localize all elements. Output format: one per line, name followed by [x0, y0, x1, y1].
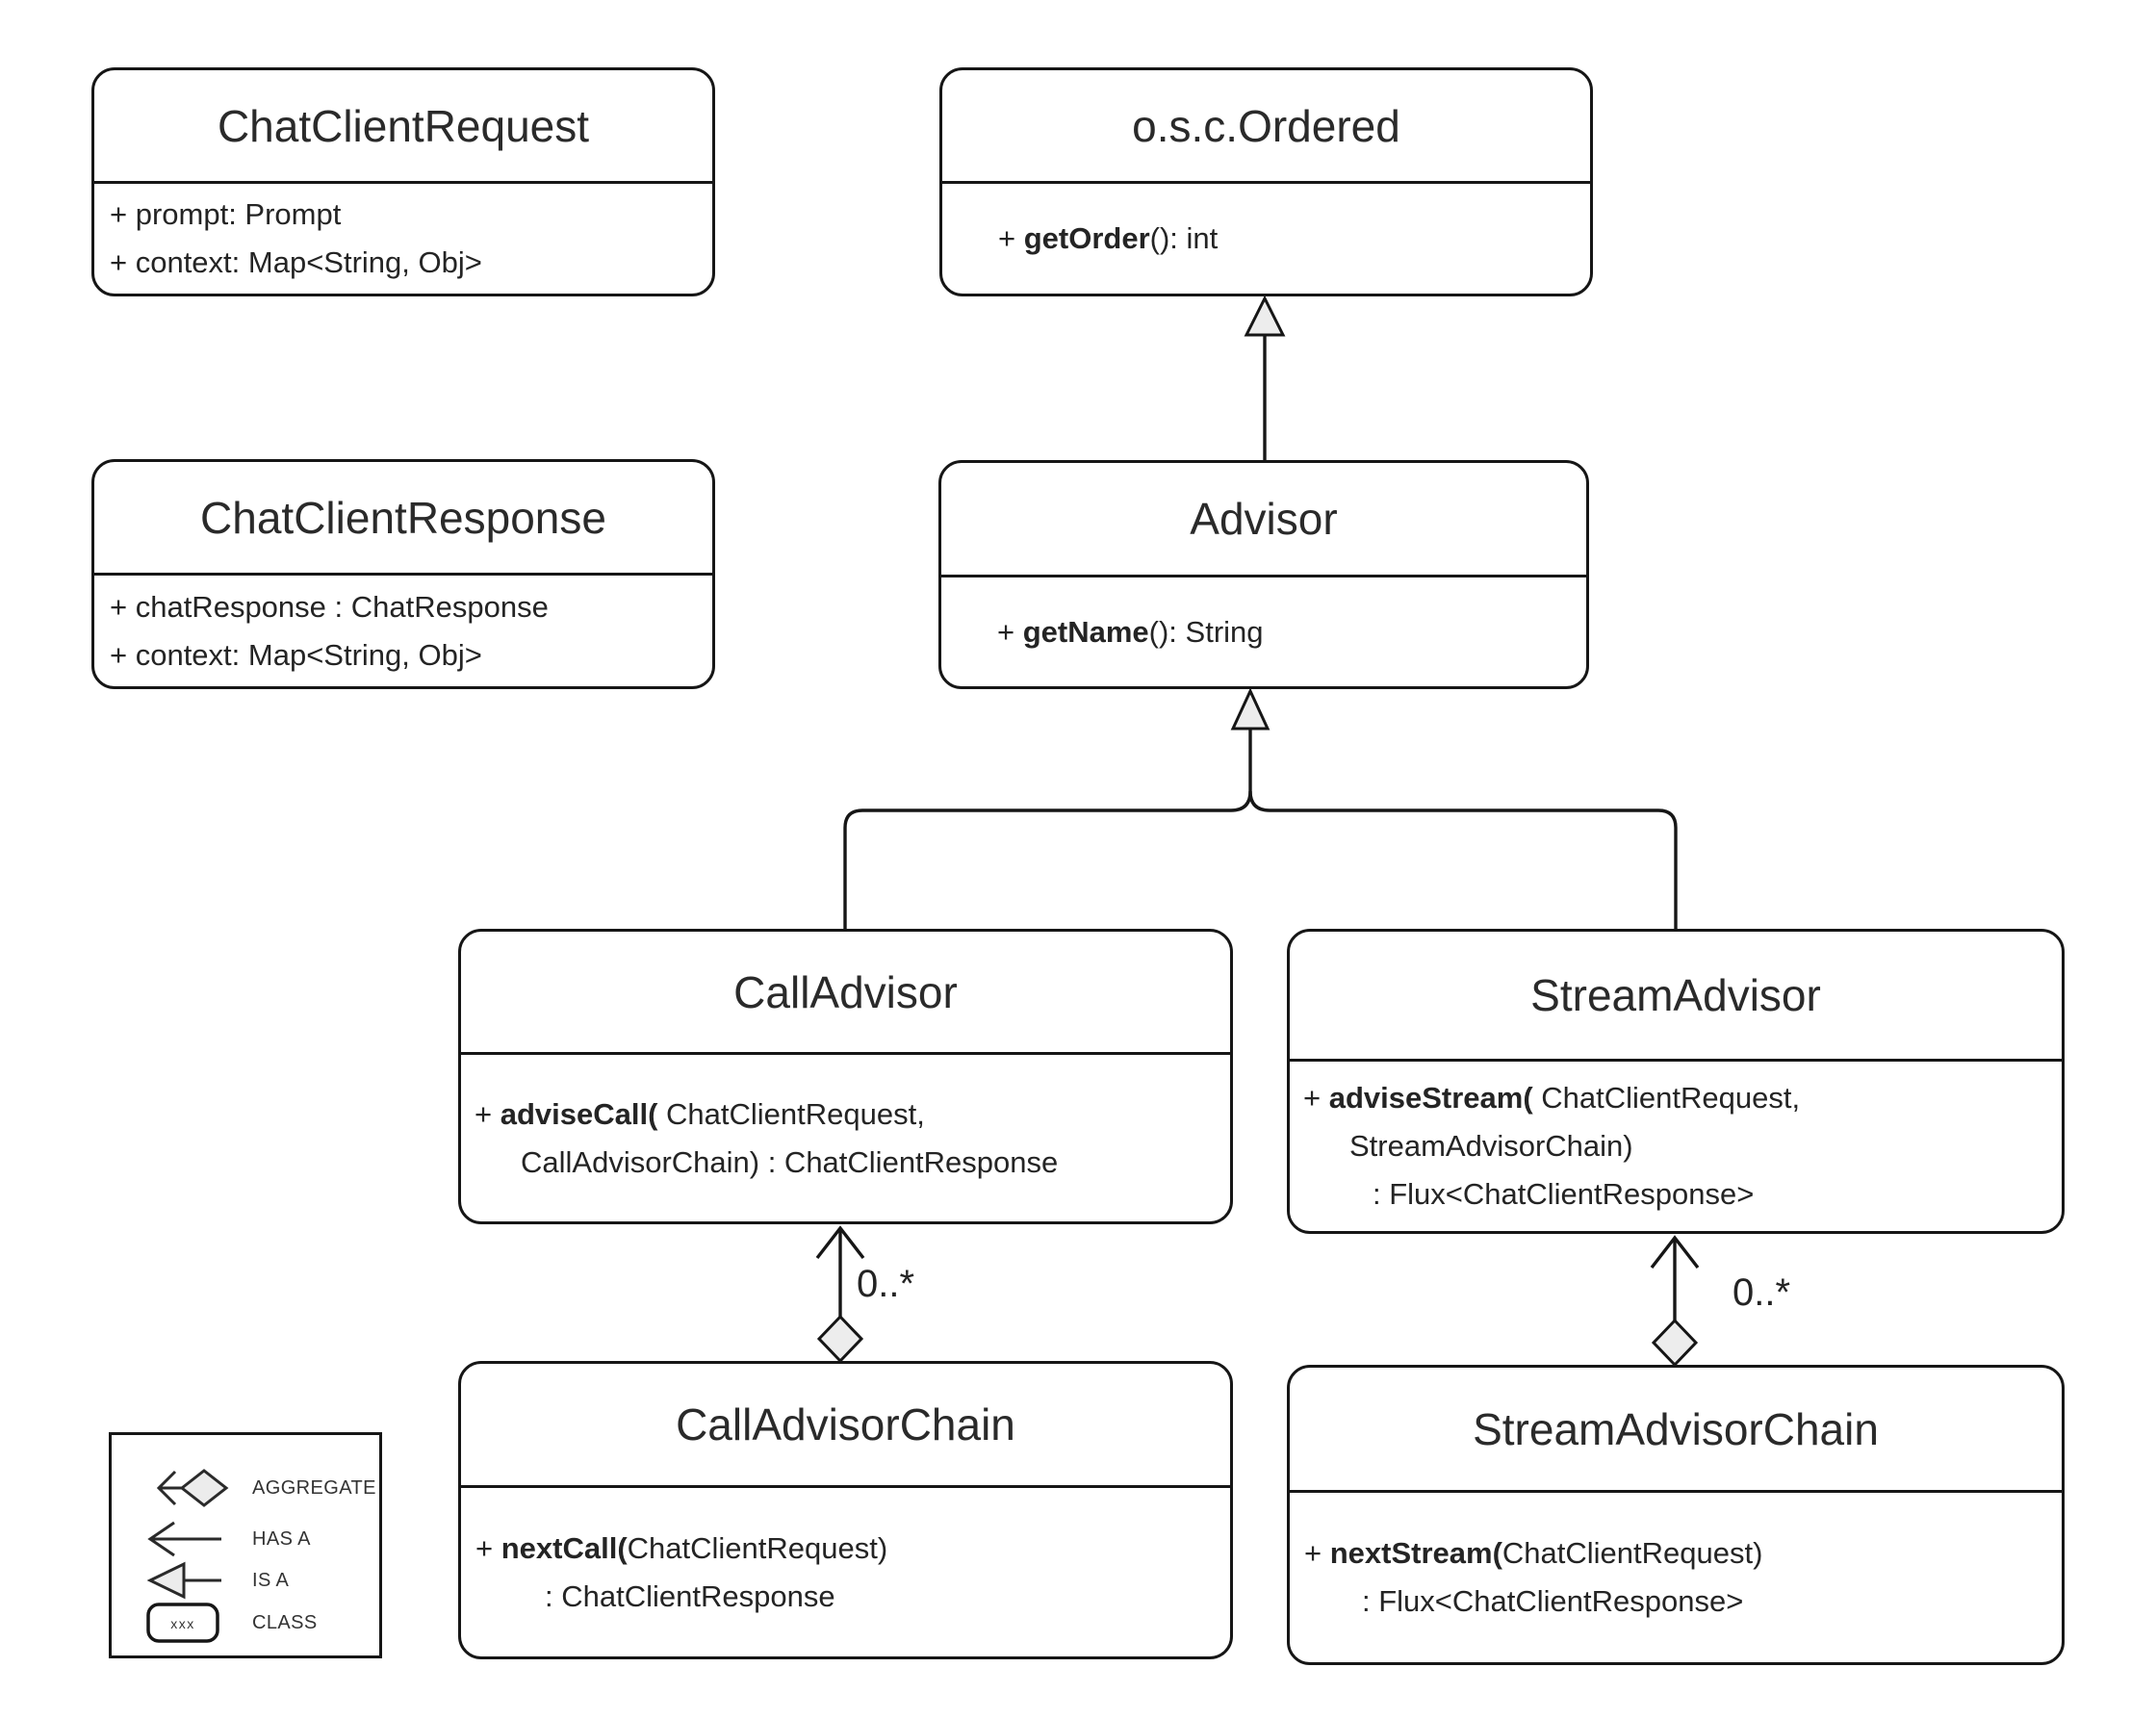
class-title: o.s.c.Ordered	[1132, 100, 1400, 151]
is-a-arrow-icon	[146, 1561, 221, 1600]
legend-box: AGGREGATE HAS A IS A xxx CLASS	[109, 1432, 382, 1658]
class-title: CallAdvisorChain	[676, 1399, 1015, 1450]
class-members: + nextCall(ChatClientRequest) : ChatClie…	[461, 1485, 1230, 1656]
attribute-line: + chatResponse : ChatResponse	[110, 589, 549, 624]
method-line: + getOrder(): int	[998, 221, 1219, 255]
method-line: : ChatClientResponse	[545, 1578, 835, 1613]
method-line: + adviseStream( ChatClientRequest,	[1303, 1081, 1801, 1115]
class-box-streamadvisorchain: StreamAdvisorChain + nextStream(ChatClie…	[1287, 1365, 2065, 1665]
isa-triangle-icon	[1230, 687, 1270, 731]
legend-label: IS A	[252, 1569, 290, 1591]
class-members: + chatResponse : ChatResponse + context:…	[94, 573, 712, 686]
class-title: StreamAdvisor	[1530, 970, 1821, 1020]
class-box-advisor: Advisor + getName(): String	[938, 460, 1589, 689]
class-title: ChatClientResponse	[200, 492, 606, 543]
class-title: StreamAdvisorChain	[1473, 1403, 1879, 1454]
class-members: + getName(): String	[941, 575, 1586, 686]
class-title: CallAdvisor	[733, 966, 958, 1017]
multiplicity-label: 0..*	[857, 1263, 914, 1305]
aggregate-diamond-icon	[1651, 1318, 1699, 1368]
method-line: : Flux<ChatClientResponse>	[1362, 1584, 1744, 1618]
attribute-line: + context: Map<String, Obj>	[110, 637, 482, 672]
class-box-chatclientrequest: ChatClientRequest + prompt: Prompt + con…	[91, 67, 715, 296]
aggregate-diamond-icon	[816, 1314, 864, 1364]
class-box-chatclientresponse: ChatClientResponse + chatResponse : Chat…	[91, 459, 715, 689]
method-line: + adviseCall( ChatClientRequest,	[475, 1096, 925, 1131]
legend-row-has-a: HAS A	[146, 1516, 311, 1562]
multiplicity-label: 0..*	[1732, 1271, 1790, 1314]
method-line: CallAdvisorChain) : ChatClientResponse	[521, 1144, 1059, 1179]
class-box-calladvisor: CallAdvisor + adviseCall( ChatClientRequ…	[458, 929, 1233, 1224]
class-title: Advisor	[1190, 494, 1338, 544]
aggregate-arrow-icon	[156, 1469, 229, 1507]
class-members: + adviseStream( ChatClientRequest, Strea…	[1290, 1059, 2062, 1231]
legend-row-is-a: IS A	[146, 1557, 289, 1604]
class-title: ChatClientRequest	[217, 100, 590, 151]
method-line: : Flux<ChatClientResponse>	[1373, 1177, 1755, 1211]
method-line: StreamAdvisorChain)	[1349, 1129, 1633, 1163]
legend-label: CLASS	[252, 1611, 318, 1633]
class-box-icon: xxx	[146, 1603, 219, 1643]
attribute-line: + prompt: Prompt	[110, 197, 342, 231]
legend-row-class: xxx CLASS	[146, 1600, 318, 1646]
class-box-ordered: o.s.c.Ordered + getOrder(): int	[939, 67, 1593, 296]
attribute-line: + context: Map<String, Obj>	[110, 245, 482, 279]
class-members: + adviseCall( ChatClientRequest, CallAdv…	[461, 1052, 1230, 1221]
isa-connector-fork-to-advisor	[843, 687, 1678, 929]
method-line: + nextStream(ChatClientRequest)	[1304, 1536, 1763, 1570]
class-members: + getOrder(): int	[942, 181, 1590, 294]
aggregate-connector-calladvisorchain-to-calladvisor: 0..*	[815, 1225, 914, 1364]
legend-label: AGGREGATE	[252, 1476, 376, 1499]
legend-class-sample: xxx	[170, 1616, 195, 1631]
class-members: + prompt: Prompt + context: Map<String, …	[94, 181, 712, 294]
method-line: + nextCall(ChatClientRequest)	[475, 1530, 888, 1565]
isa-connector-advisor-to-ordered	[1244, 295, 1286, 460]
method-line: + getName(): String	[997, 614, 1264, 649]
class-box-streamadvisor: StreamAdvisor + adviseStream( ChatClient…	[1287, 929, 2065, 1234]
has-a-arrow-icon	[147, 1521, 221, 1557]
class-box-calladvisorchain: CallAdvisorChain + nextCall(ChatClientRe…	[458, 1361, 1233, 1659]
legend-label: HAS A	[252, 1527, 311, 1550]
aggregate-connector-streamadvisorchain-to-streamadvisor: 0..*	[1650, 1235, 1790, 1368]
isa-triangle-icon	[1244, 295, 1286, 337]
legend-row-aggregate: AGGREGATE	[146, 1465, 376, 1511]
class-members: + nextStream(ChatClientRequest) : Flux<C…	[1290, 1490, 2062, 1662]
